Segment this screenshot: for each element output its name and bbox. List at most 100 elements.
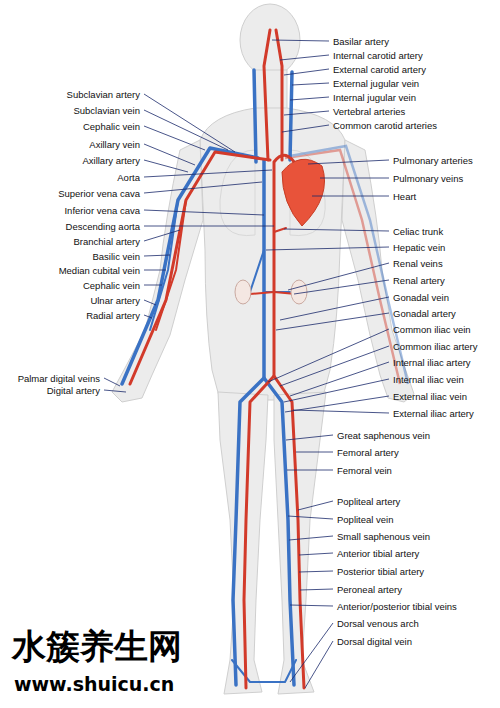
vessel-label: Small saphenous vein bbox=[337, 531, 430, 542]
vessel-label: Branchial artery bbox=[73, 236, 140, 247]
leader-line bbox=[288, 516, 333, 519]
leader-line bbox=[144, 285, 162, 286]
leader-line bbox=[290, 97, 329, 100]
vessel-label: Common iliac vein bbox=[393, 324, 471, 335]
leader-line bbox=[284, 229, 389, 231]
vein bbox=[232, 660, 296, 682]
arteries bbox=[130, 30, 304, 688]
leader-line bbox=[312, 196, 389, 197]
leg bbox=[218, 392, 268, 694]
leader-line bbox=[280, 346, 389, 386]
body-silhouette bbox=[112, 4, 414, 694]
leader-line bbox=[288, 263, 389, 290]
vessel-label: Gonadal artery bbox=[393, 308, 456, 319]
vessel-label: Axillary artery bbox=[82, 155, 140, 166]
artery bbox=[244, 155, 298, 688]
vessel-label: Peroneal artery bbox=[337, 584, 402, 595]
leader-line bbox=[104, 378, 120, 386]
vein bbox=[264, 378, 294, 685]
leader-line bbox=[144, 110, 228, 150]
artery bbox=[274, 376, 304, 688]
leader-line bbox=[284, 111, 329, 115]
artery bbox=[250, 292, 274, 294]
vessel-label: Anterior/posterior tibial veins bbox=[337, 601, 457, 612]
vessel-label: Popliteal artery bbox=[337, 496, 400, 507]
vessel-label: Descending aorta bbox=[66, 221, 140, 232]
leader-line bbox=[299, 571, 333, 572]
vein bbox=[250, 250, 264, 292]
vessel-label: Median cubital vein bbox=[59, 265, 140, 276]
vessel-label: Subclavian vein bbox=[73, 105, 140, 116]
vein bbox=[290, 72, 292, 160]
leader-line bbox=[144, 170, 272, 177]
leader-line bbox=[284, 69, 329, 75]
leader-line bbox=[285, 396, 389, 412]
vessel-label: Gonadal vein bbox=[393, 292, 449, 303]
vessel-label: Femoral artery bbox=[337, 447, 399, 458]
leader-line bbox=[272, 40, 329, 41]
vessel-label: Digital artery bbox=[47, 385, 100, 396]
vessel-label: Pulmonary veins bbox=[393, 173, 463, 184]
leader-line bbox=[290, 362, 389, 396]
leader-line bbox=[144, 230, 180, 241]
artery bbox=[130, 152, 270, 384]
leader-line bbox=[144, 210, 264, 215]
vessel-label: External iliac vein bbox=[393, 391, 467, 402]
vessel-label: Femoral vein bbox=[337, 465, 392, 476]
leader-line bbox=[144, 255, 170, 256]
vessel-label: Great saphenous vein bbox=[337, 430, 430, 441]
leader-line bbox=[290, 605, 333, 606]
vessel-label: Celiac trunk bbox=[393, 226, 443, 237]
leader-line bbox=[144, 315, 152, 318]
veins bbox=[122, 70, 296, 685]
leader-line bbox=[144, 94, 235, 152]
vessel-label: Superior vena cava bbox=[58, 188, 140, 199]
leader-line bbox=[300, 589, 333, 590]
artery bbox=[274, 228, 286, 232]
vessel-label: Internal iliac artery bbox=[393, 357, 471, 368]
leader-line bbox=[144, 270, 166, 271]
leader-line bbox=[104, 390, 126, 392]
leader-line bbox=[144, 226, 274, 227]
vessel-label: Vertebral arteries bbox=[333, 106, 405, 117]
artery bbox=[156, 200, 186, 330]
leader-line bbox=[144, 160, 188, 172]
vessel-label: Dorsal digital vein bbox=[337, 636, 412, 647]
vessel-label: External jugular vein bbox=[333, 78, 419, 89]
leader-line bbox=[282, 125, 329, 132]
vessel-label: Internal carotid artery bbox=[333, 50, 423, 61]
watermark: 水簇养生网 bbox=[12, 626, 182, 666]
leader-line bbox=[294, 280, 389, 294]
leader-line bbox=[276, 313, 389, 330]
leader-line bbox=[144, 182, 262, 193]
leader-line bbox=[280, 55, 329, 60]
vessel-label: Pulmonary arteries bbox=[393, 155, 473, 166]
heart bbox=[282, 159, 325, 226]
vein bbox=[254, 70, 256, 162]
leader-line bbox=[293, 410, 389, 413]
vessel-label: Common carotid arteries bbox=[333, 120, 437, 131]
vessel-label: Popliteal vein bbox=[337, 514, 394, 525]
vessel-label: Ulnar artery bbox=[90, 295, 140, 306]
vessel-label: Dorsal venous arch bbox=[337, 618, 419, 629]
vessel-label: Basilic vein bbox=[92, 251, 140, 262]
artery bbox=[276, 30, 282, 160]
vessel-label: External carotid artery bbox=[333, 64, 426, 75]
vessel-label: Palmar digital veins bbox=[18, 373, 100, 384]
artery bbox=[264, 30, 270, 160]
leader-line bbox=[296, 452, 333, 453]
vessel-label: Hepatic vein bbox=[393, 242, 445, 253]
vessel-label: Posterior tibial artery bbox=[337, 566, 424, 577]
vessel-label: Anterior tibial artery bbox=[337, 548, 419, 559]
leader-line bbox=[268, 329, 389, 382]
leader-line bbox=[144, 126, 205, 150]
leader-line bbox=[299, 553, 333, 555]
vessel-label: Aorta bbox=[117, 172, 140, 183]
vessel-label: Basilar artery bbox=[333, 36, 389, 47]
leader-line bbox=[292, 83, 329, 85]
vessel-label: Renal artery bbox=[393, 275, 445, 286]
leader-line bbox=[305, 641, 333, 688]
vessel-label: Heart bbox=[393, 191, 416, 202]
vessel-label: Cephalic vein bbox=[83, 280, 140, 291]
leader-line bbox=[287, 470, 333, 471]
